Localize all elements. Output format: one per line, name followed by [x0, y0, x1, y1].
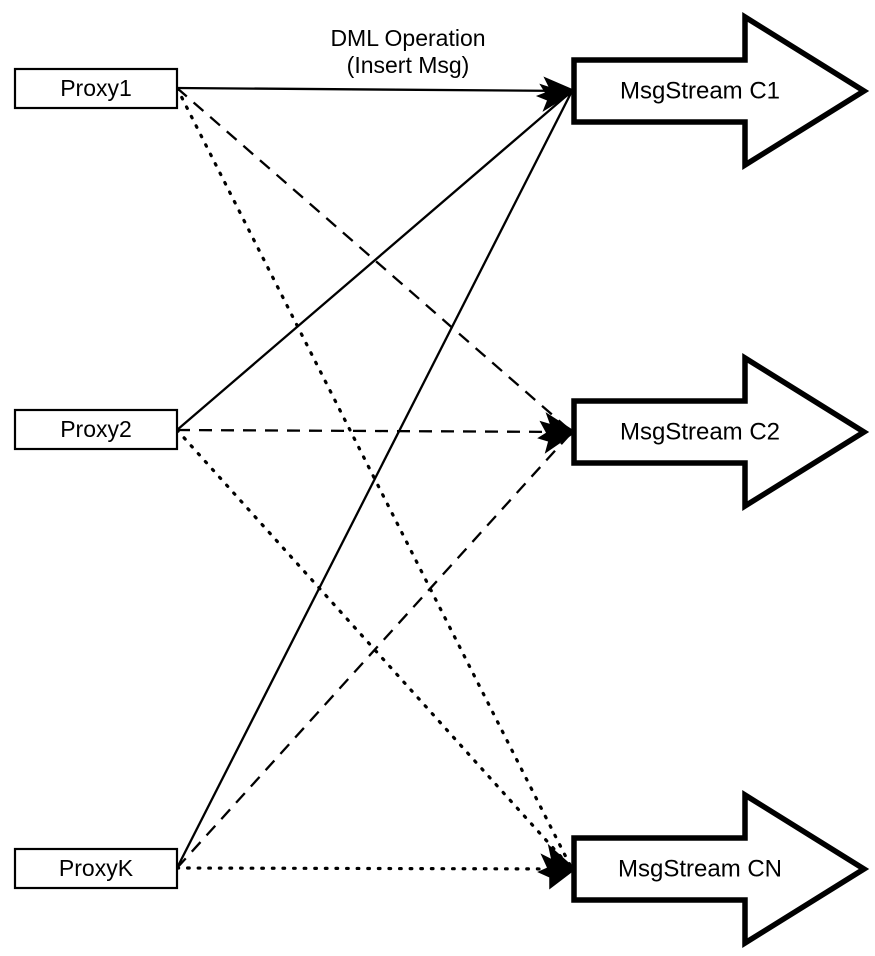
- proxy1-box[interactable]: [13, 67, 179, 110]
- msgstream-cn-arrow-shape[interactable]: [571, 790, 870, 948]
- node-proxy1[interactable]: Proxy1: [13, 67, 179, 110]
- edge-proxy1-to-cn: [175, 86, 574, 871]
- msgstream-c2-arrow-shape[interactable]: [571, 353, 870, 511]
- edge-proxy1-to-c1: [176, 86, 573, 93]
- edge-caption-dml: DML Operation (Insert Msg): [330, 25, 485, 78]
- arrowhead-c2: [537, 412, 577, 454]
- arrowhead-group: [535, 76, 577, 890]
- node-msgstream-cn[interactable]: MsgStream CN: [571, 790, 870, 948]
- proxyk-label: ProxyK: [59, 855, 134, 881]
- msgstream-cn-label: MsgStream CN: [618, 855, 782, 882]
- edge-group-c1: [175, 86, 574, 869]
- edge-group-cn: [175, 86, 574, 871]
- arrowhead-c1: [535, 76, 577, 112]
- msgstream-c1-label: MsgStream C1: [620, 77, 780, 104]
- msgstream-c2-label: MsgStream C2: [620, 418, 780, 445]
- edge-proxyk-to-cn: [175, 866, 574, 871]
- edge-proxy2-to-c1: [176, 90, 573, 431]
- edge-proxy2-to-c2: [176, 428, 573, 434]
- node-msgstream-c2[interactable]: MsgStream C2: [571, 353, 870, 511]
- edge-proxyk-to-c1: [175, 90, 574, 869]
- dml-caption-line1: DML Operation: [330, 25, 485, 51]
- proxyk-box[interactable]: [13, 847, 179, 890]
- node-proxyk[interactable]: ProxyK: [13, 847, 179, 890]
- dml-caption-line2: (Insert Msg): [347, 52, 470, 78]
- edge-proxy2-to-cn: [175, 428, 574, 871]
- proxy2-label: Proxy2: [60, 416, 132, 442]
- proxy1-label: Proxy1: [60, 75, 132, 101]
- node-msgstream-c1[interactable]: MsgStream C1: [571, 12, 870, 170]
- msgstream-c1-arrow-shape[interactable]: [571, 12, 870, 170]
- proxy2-box[interactable]: [13, 408, 179, 451]
- node-proxy2[interactable]: Proxy2: [13, 408, 179, 451]
- arrowhead-cn: [537, 843, 577, 890]
